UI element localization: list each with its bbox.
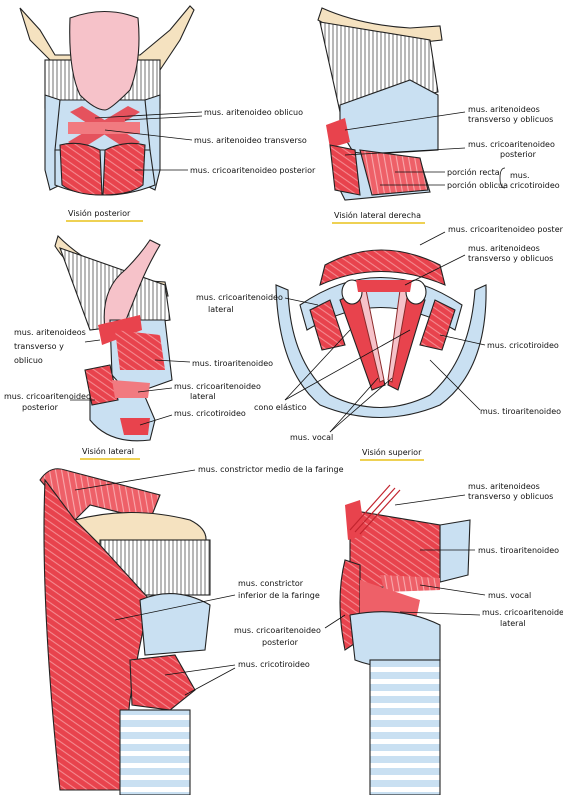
panel-lateral-derecha: mus. aritenoideos transverso y oblicuos … — [317, 7, 560, 224]
label-aritenoideos-2: transverso y oblicuos — [468, 254, 553, 263]
trachea — [369, 659, 441, 795]
label-constrictor-inferior-2: inferior de la faringe — [238, 591, 320, 600]
label-cricoaritenoideo-posterior-2: posterior — [262, 638, 299, 647]
cricoaritenoideo-posterior-muscle — [84, 364, 119, 406]
cricoid-cartilage — [349, 611, 441, 669]
thyroid-cartilage-edge — [439, 519, 471, 583]
label-aritenoideos-1: mus. aritenoideos — [468, 105, 540, 114]
label-cricoaritenoideo-posterior: mus. cricoaritenoideo posterior — [448, 225, 563, 234]
label-constrictor-medio: mus. constrictor medio de la faringe — [198, 465, 344, 474]
cricotiroideo-muscle — [129, 654, 196, 711]
cricotiroideo-muscle — [120, 418, 150, 435]
vocal-muscle — [380, 575, 440, 592]
label-cricotiroideo-2: cricotiroideo — [510, 181, 560, 190]
panel-posterior: mus. aritenoideo oblicuo mus. aritenoide… — [19, 5, 316, 222]
epiglottis — [69, 11, 140, 111]
panel-superior: mus. cricoaritenoideo posterior mus. ari… — [196, 225, 563, 461]
label-tiroaritenoideo: mus. tiroaritenoideo — [478, 546, 559, 555]
panel-profundo: mus. aritenoideos transverso y oblicuos … — [234, 482, 563, 795]
aritenoideos-fibers — [349, 484, 401, 535]
trachea — [119, 709, 191, 795]
label-aritenoideos-1: mus. aritenoideos — [14, 328, 86, 337]
panel-lateral: mus. aritenoideos transverso y oblicuo m… — [4, 234, 273, 460]
label-cricoaritenoideo-2: posterior — [500, 150, 537, 159]
cricoaritenoideo-lateral-left — [309, 299, 346, 351]
cricoaritenoideo-posterior-muscle — [319, 249, 446, 286]
label-cricoaritenoideo-lateral-1: mus. cricoaritenoideo — [196, 293, 283, 302]
label-cricoaritenoideo-lateral-2: lateral — [208, 305, 234, 314]
tiroaritenoideo-muscle — [115, 330, 165, 370]
label-cricoaritenoideo-posterior-2: posterior — [22, 403, 59, 412]
label-cricotiroideo: mus. cricotiroideo — [487, 341, 559, 350]
label-aritenoideos-3: oblicuo — [14, 356, 43, 365]
label-cricoaritenoideo-posterior: mus. cricoaritenoideo posterior — [190, 166, 316, 175]
label-tiroaritenoideo: mus. tiroaritenoideo — [192, 359, 273, 368]
cricoaritenoideo-posterior-right — [102, 142, 146, 196]
caption-vision-lateral-derecha: Visión lateral derecha — [334, 210, 421, 220]
label-aritenoideos-2: transverso y oblicuos — [468, 115, 553, 124]
label-vocal: mus. vocal — [488, 591, 531, 600]
thyroid-cartilage — [275, 284, 487, 419]
cricoaritenoideo-posterior-muscle — [329, 144, 361, 196]
label-cono-elastico: cono elástico — [254, 403, 307, 412]
caption-vision-superior: Visión superior — [362, 447, 422, 457]
caption-vision-lateral: Visión lateral — [82, 446, 134, 456]
label-cricoaritenoideo-posterior-1: mus. cricoaritenoideo — [4, 392, 91, 401]
cricoaritenoideo-posterior-left — [59, 142, 103, 196]
label-aritenoideos-1: mus. aritenoideos — [468, 482, 540, 491]
label-cricotiroideo: mus. cricotiroideo — [174, 409, 246, 418]
thyroid-cartilage — [139, 593, 211, 656]
label-cricotiroideo: mus. cricotiroideo — [238, 660, 310, 669]
aritenoideos-muscle — [98, 315, 142, 345]
label-tiroaritenoideo: mus. tiroaritenoideo — [480, 407, 561, 416]
label-porcion-oblicua: porción oblicua — [447, 180, 508, 190]
label-cricoaritenoideo-posterior-1: mus. cricoaritenoideo — [234, 626, 321, 635]
label-cricoaritenoideo-1: mus. cricoaritenoideo — [468, 140, 555, 149]
label-aritenoideos-1: mus. aritenoideos — [468, 244, 540, 253]
label-cricotiroideo-1: mus. — [510, 171, 530, 180]
label-vocal: mus. vocal — [290, 433, 333, 442]
label-cricoaritenoideo-lateral-2: lateral — [500, 619, 526, 628]
cricoaritenoideo-lateral-muscle — [112, 380, 150, 398]
label-cricoaritenoideo-lateral-1: mus. cricoaritenoideo — [174, 382, 261, 391]
label-aritenoideo-transverso: mus. aritenoideo transverso — [194, 136, 307, 145]
aritenoideos-muscle — [356, 280, 412, 292]
cricotiroideo-muscle — [359, 149, 429, 196]
label-cricoaritenoideo-lateral-1: mus. cricoaritenoideo — [482, 608, 563, 617]
aritenoideos-muscle — [326, 118, 350, 148]
epiglottis — [103, 239, 161, 336]
label-constrictor-inferior-1: mus. constrictor — [238, 579, 304, 588]
panel-faringe: mus. constrictor medio de la faringe mus… — [39, 465, 344, 795]
aritenoideo-transverso-muscle — [68, 122, 140, 134]
label-porcion-recta: porción recta — [447, 167, 500, 177]
label-cricoaritenoideo-lateral-2: lateral — [190, 392, 216, 401]
caption-vision-posterior: Visión posterior — [68, 208, 131, 218]
label-aritenoideos-2: transverso y oblicuos — [468, 492, 553, 501]
label-aritenoideo-oblicuo: mus. aritenoideo oblicuo — [204, 108, 303, 117]
aritenoideos-muscle — [345, 500, 365, 540]
label-aritenoideos-2: transverso y — [14, 342, 64, 351]
